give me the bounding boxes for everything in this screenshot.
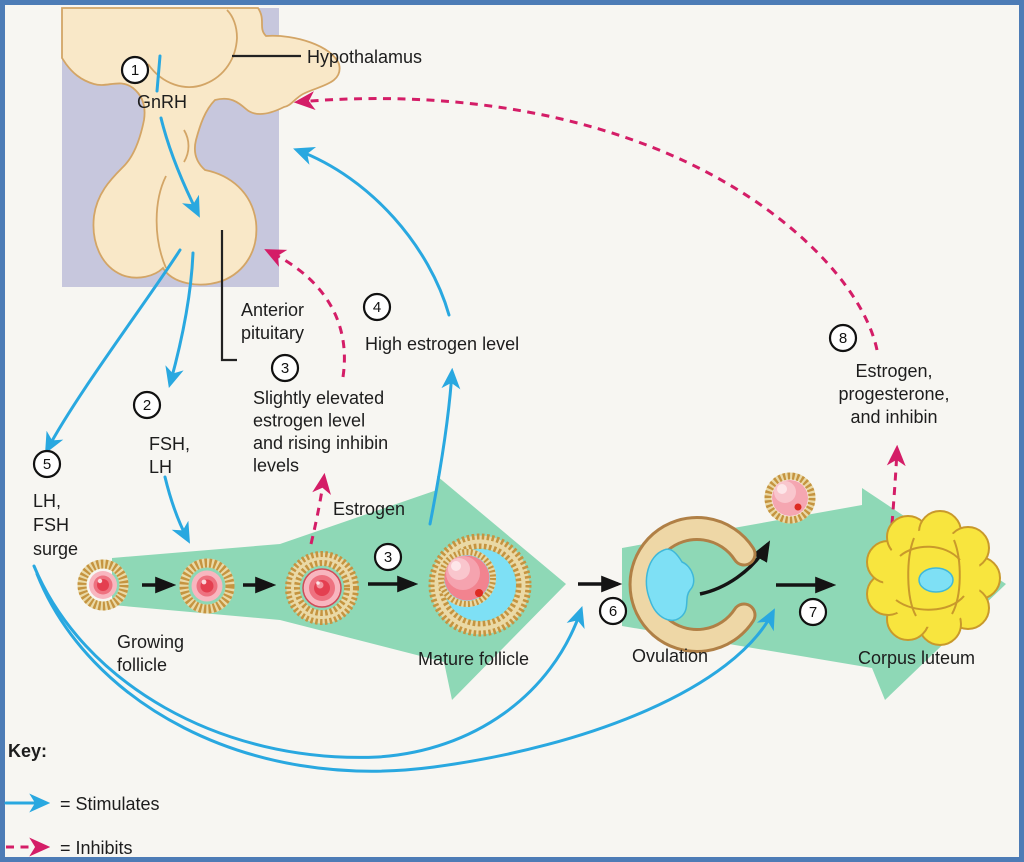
svg-text:3: 3 <box>281 360 289 377</box>
svg-text:4: 4 <box>373 299 381 316</box>
stimulate-arrow-pituitary-to-fshlh <box>165 251 195 389</box>
svg-text:2: 2 <box>143 397 151 414</box>
mature-follicle <box>428 533 532 637</box>
follicular-fluid <box>645 548 695 621</box>
step-number-4: 4 <box>362 292 392 322</box>
step8-label-line3: and inhibin <box>850 407 937 427</box>
growing-follicle-label-line2: follicle <box>117 655 167 675</box>
estrogen-label: Estrogen <box>333 499 405 519</box>
step-number-3-diagram: 3 <box>373 542 403 572</box>
step3-label-line4: levels <box>253 456 299 476</box>
stimulate-arrows <box>32 54 775 773</box>
step8-label-line1: Estrogen, <box>855 361 932 381</box>
ovulation-label: Ovulation <box>632 646 708 666</box>
legend-inhibits-label: = Inhibits <box>60 838 133 858</box>
primordial-follicle <box>77 559 129 611</box>
arrow-oocyte-release <box>699 540 771 596</box>
mature-follicle-label: Mature follicle <box>418 649 529 669</box>
inhibit-arrow-step8-to-hypothalamus <box>293 91 879 351</box>
pituitary-lobe-divider <box>155 175 167 269</box>
released-oocyte <box>764 472 816 524</box>
svg-text:8: 8 <box>839 330 847 347</box>
stimulate-arrow-surge-to-ovulation <box>32 564 585 759</box>
stimulate-arrow-surge-to-corpusluteum <box>35 572 775 773</box>
hypothalamus-inner-outline <box>147 9 238 88</box>
svg-text:3: 3 <box>384 549 392 566</box>
surge-label-line3: surge <box>33 539 78 559</box>
stimulate-arrow-step4-to-pituitary <box>293 147 451 317</box>
hypothalamus-label: Hypothalamus <box>307 47 422 67</box>
growing-follicle-label-line1: Growing <box>117 632 184 652</box>
corpus-luteum-label: Corpus luteum <box>858 648 975 668</box>
svg-text:6: 6 <box>609 603 617 620</box>
svg-text:7: 7 <box>809 604 817 621</box>
step3-label-line2: estrogen level <box>253 411 365 431</box>
step3-label-line3: and rising inhibin <box>253 433 388 453</box>
surge-label-line2: FSH <box>33 515 69 535</box>
surge-label-line1: LH, <box>33 491 61 511</box>
inhibit-arrows <box>264 91 906 545</box>
step-number-8: 8 <box>828 323 858 353</box>
step-number-2: 2 <box>132 390 162 420</box>
anterior-pituitary-label-line1: Anterior <box>241 300 304 320</box>
gnrh-label: GnRH <box>137 92 187 112</box>
anterior-pituitary-pointer-line <box>220 230 237 362</box>
legend-stimulates-label: = Stimulates <box>60 794 160 814</box>
high-estrogen-label: High estrogen level <box>365 334 519 354</box>
primary-follicle <box>179 558 235 614</box>
corpus-luteum <box>866 510 1001 646</box>
corpus-luteum-cavity <box>918 567 954 593</box>
infundibulum-detail <box>183 129 190 163</box>
inhibit-arrow-follicle-to-step3 <box>309 472 331 545</box>
svg-text:1: 1 <box>131 62 139 79</box>
fsh-lh-label-line1: FSH, <box>149 434 190 454</box>
stimulate-arrow-follicle-to-step4 <box>428 367 461 526</box>
anterior-pituitary-label-line2: pituitary <box>241 323 304 343</box>
step-number-3-label: 3 <box>270 353 300 383</box>
step-number-6: 6 <box>598 596 628 626</box>
svg-text:5: 5 <box>43 456 51 473</box>
inhibit-arrow-step3-to-pituitary <box>264 249 346 378</box>
legend-title: Key: <box>8 741 47 761</box>
stimulate-arrow-fshlh-to-follicle <box>163 475 190 544</box>
step-number-5: 5 <box>32 449 62 479</box>
secondary-follicle <box>285 551 359 625</box>
ovulation-ruptured-follicle <box>628 516 757 653</box>
sequence-arrows <box>142 540 837 596</box>
polar-body-dot <box>475 589 483 597</box>
step8-label-line2: progesterone, <box>838 384 949 404</box>
stimulate-arrow-pituitary-to-surge <box>45 248 182 454</box>
legend: Key: = Stimulates = Inhibits <box>4 741 160 858</box>
step3-label-line1: Slightly elevated <box>253 388 384 408</box>
fsh-lh-label-line2: LH <box>149 457 172 477</box>
step-number-7: 7 <box>798 597 828 627</box>
stimulate-arrow-gnrh-to-pituitary <box>159 116 200 218</box>
gnrh-tick <box>155 54 162 93</box>
step-number-1: 1 <box>120 55 150 85</box>
inhibit-arrow-corpusluteum-to-step8 <box>886 444 906 525</box>
